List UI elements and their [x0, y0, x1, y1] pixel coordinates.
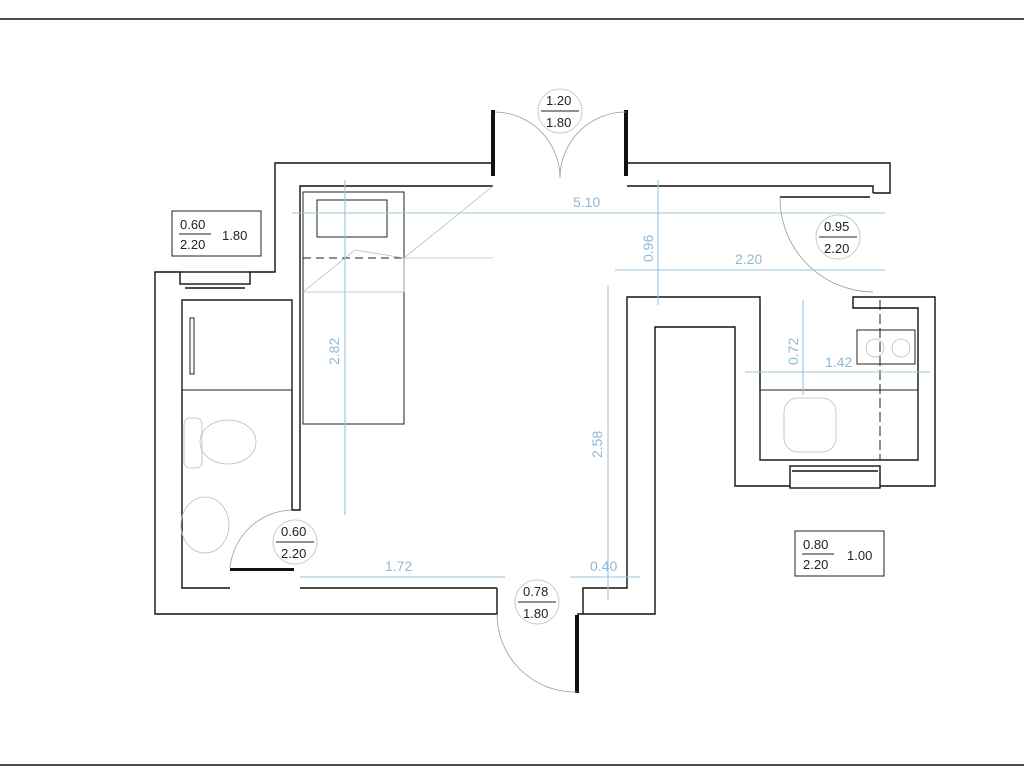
svg-text:2.20: 2.20: [180, 237, 205, 252]
dim-bottom-width: 1.72: [385, 558, 412, 574]
stove: [856, 329, 916, 365]
door-swings: [229, 111, 874, 693]
kitchen-sink-icon: [783, 397, 837, 453]
svg-text:1.80: 1.80: [523, 606, 548, 621]
bathtub: [181, 299, 293, 391]
dim-bedroom-length: 2.82: [326, 338, 342, 365]
door-tag: 1.20 1.80: [537, 88, 583, 134]
dim-wall-offset: 0.40: [590, 558, 617, 574]
door-tag: 0.78 1.80: [514, 579, 560, 625]
dim-kitchen-width: 1.42: [825, 354, 852, 370]
svg-text:0.80: 0.80: [803, 537, 828, 552]
svg-text:1.20: 1.20: [546, 93, 571, 108]
dim-corridor-width: 2.20: [735, 251, 762, 267]
walls: [154, 110, 936, 693]
toilet-icon: [199, 419, 257, 465]
door-tag: 0.60 2.20: [272, 519, 318, 565]
dimension-lines: [292, 180, 930, 600]
dim-hall-length: 2.58: [589, 431, 605, 458]
svg-text:1.80: 1.80: [546, 115, 571, 130]
pillow: [316, 199, 388, 238]
door-tag: 0.95 2.20: [815, 214, 861, 260]
svg-text:1.00: 1.00: [847, 548, 872, 563]
svg-text:1.80: 1.80: [222, 228, 247, 243]
furniture: [180, 185, 919, 554]
sink-icon: [180, 496, 230, 554]
dim-entry-depth: 0.96: [640, 235, 656, 262]
svg-text:2.20: 2.20: [824, 241, 849, 256]
window-tag: 0.80 2.20 1.00: [794, 530, 885, 577]
kitchen-counter: [759, 389, 919, 461]
svg-text:2.20: 2.20: [281, 546, 306, 561]
dim-top-width: 5.10: [573, 194, 600, 210]
window-tag: 0.60 2.20 1.80: [171, 210, 262, 257]
stove-burner-icon: [865, 338, 885, 358]
svg-text:0.60: 0.60: [180, 217, 205, 232]
svg-text:0.95: 0.95: [824, 219, 849, 234]
svg-text:0.60: 0.60: [281, 524, 306, 539]
bed: [302, 191, 405, 425]
dim-kitchen-depth: 0.72: [785, 338, 801, 365]
svg-text:2.20: 2.20: [803, 557, 828, 572]
svg-text:0.78: 0.78: [523, 584, 548, 599]
stove-burner-icon: [891, 338, 911, 358]
